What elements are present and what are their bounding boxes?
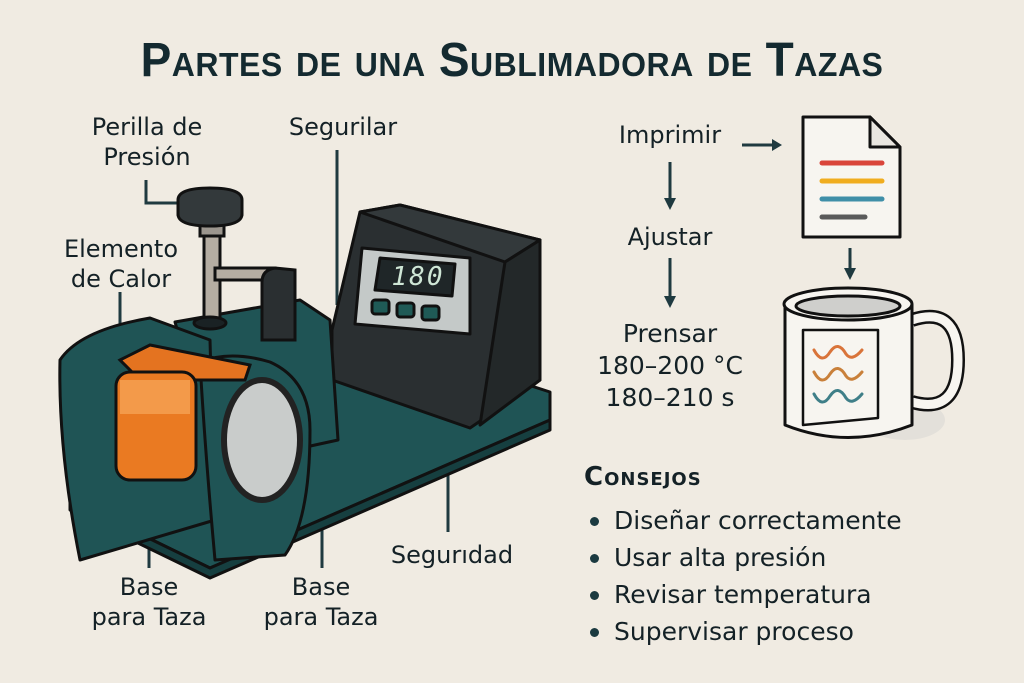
mug-icon: [782, 286, 965, 440]
label-safety: Segurıdad: [390, 541, 514, 569]
printed-document-icon: [801, 115, 902, 239]
tip-item: Revisar temperatura: [588, 576, 902, 613]
page-title: Partes de una Sublimadora de Tazas: [140, 31, 884, 87]
temperature-display: 180: [391, 262, 445, 292]
label-mug-base-left: Base para Taza: [91, 573, 207, 631]
tips-list: Diseñar correctamente Usar alta presión …: [588, 502, 902, 650]
tip-item: Usar alta presión: [588, 539, 902, 576]
mug-print-waves: [812, 345, 864, 404]
label-pressure-knob: Perilla de Presión: [91, 113, 203, 171]
mug-platen: [221, 377, 303, 503]
process-arrows: [664, 139, 856, 308]
document-lines: [819, 160, 885, 220]
label-segurilar: Segurilar: [288, 113, 398, 141]
step-adjust: Ajustar: [627, 223, 713, 251]
pressure-knob: [176, 186, 297, 342]
tips-title: Consejos: [584, 462, 702, 492]
label-mug-base-right: Base para Taza: [263, 573, 379, 631]
control-box: [330, 203, 542, 430]
tip-item: Diseñar correctamente: [588, 502, 902, 539]
tip-item: Supervisar proceso: [588, 613, 902, 650]
heating-element: [114, 343, 252, 482]
step-print: Imprimir: [618, 121, 722, 149]
step-press: Prensar 180–200 °C 180–210 s: [597, 319, 743, 412]
label-heat-element: Elemento de Calor: [63, 235, 179, 293]
